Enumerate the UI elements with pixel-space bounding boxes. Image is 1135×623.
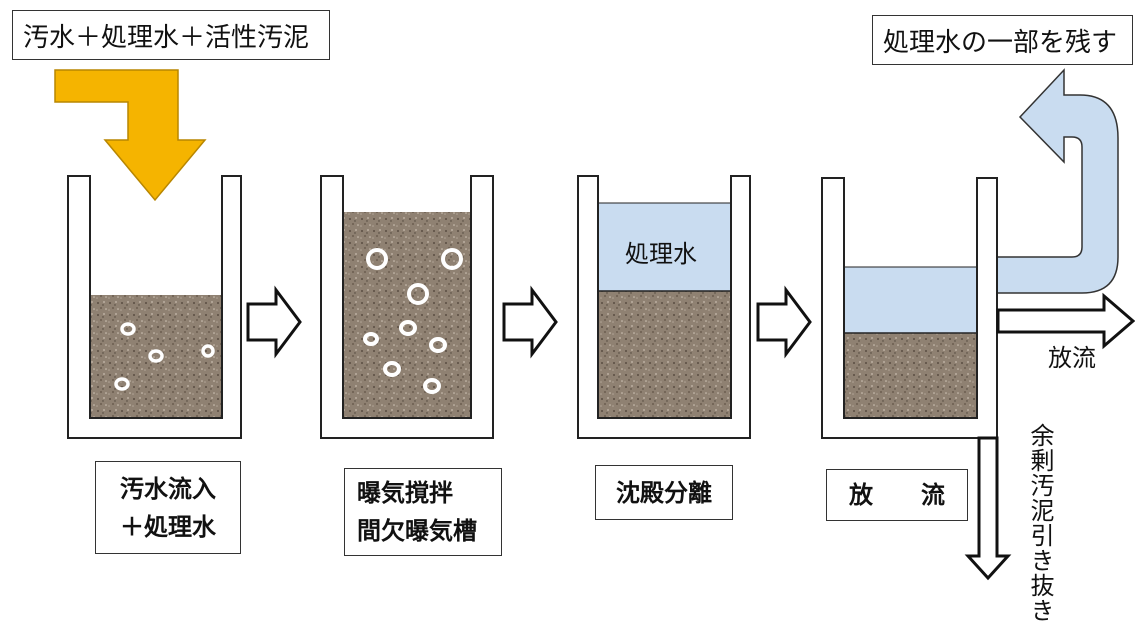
inflow-arrow [54, 69, 207, 202]
tank-3-water-label: 処理水 [625, 240, 697, 268]
sludge-withdrawal-arrow [964, 436, 1012, 581]
bubble [114, 377, 130, 391]
step-label-line-1: 放 流 [849, 481, 945, 509]
step-label-aeration: 曝気撹拌 間欠曝気槽 [344, 468, 502, 556]
step-label-discharge: 放 流 [826, 469, 968, 521]
discharge-label: 放流 [1048, 344, 1096, 372]
step-label-line-1: 曝気撹拌 [357, 479, 453, 507]
bubble [399, 320, 417, 336]
bubble [441, 248, 463, 270]
tank-3-sludge [598, 291, 731, 418]
tank-4-wall [821, 177, 998, 439]
bubble [148, 349, 164, 363]
bubble [429, 337, 447, 353]
flow-arrow-2 [502, 285, 558, 359]
tank-1-wall [67, 175, 242, 439]
tank-1-sludge [90, 295, 222, 418]
flow-arrow-1 [246, 285, 302, 359]
bubble [120, 322, 136, 336]
bubble [383, 361, 401, 377]
sludge-withdrawal-label: 余剰汚泥引き抜き [1026, 423, 1054, 623]
tank-2-wall [320, 175, 494, 439]
bubble [407, 283, 429, 305]
tank-3-wall [577, 175, 751, 439]
step-label-inflow: 汚水流入 ＋処理水 [95, 461, 241, 554]
tank-1 [67, 175, 242, 439]
tank-2 [320, 175, 494, 439]
tank-3 [577, 175, 751, 439]
step-label-settling: 沈殿分離 [595, 465, 733, 520]
tank-4-sludge [844, 333, 977, 418]
bubble [423, 378, 441, 394]
discharge-arrow [996, 292, 1135, 350]
bubble [201, 344, 215, 358]
step-label-line-1: 汚水流入 [120, 474, 216, 503]
input-label: 汚水＋処理水＋活性汚泥 [12, 10, 330, 60]
step-label-line-1: 沈殿分離 [616, 478, 712, 507]
output-label: 処理水の一部を残す [872, 15, 1133, 65]
flow-arrow-3 [756, 285, 812, 359]
bubble [366, 248, 388, 270]
tank-4 [821, 177, 998, 439]
step-label-line-2: 間欠曝気槽 [357, 517, 477, 545]
tank-2-sludge [343, 212, 471, 418]
tank-3-water [598, 203, 731, 291]
tank-4-water [844, 267, 977, 333]
step-label-line-2: ＋処理水 [120, 512, 216, 541]
return-arrow [977, 68, 1119, 294]
bubble [363, 332, 379, 346]
